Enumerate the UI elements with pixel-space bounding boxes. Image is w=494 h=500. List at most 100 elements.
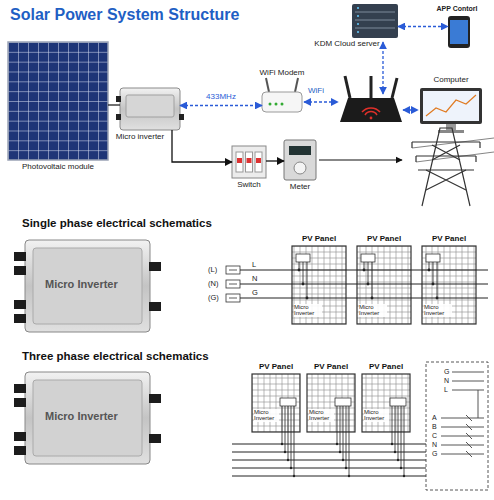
pv-panel-art <box>362 374 410 432</box>
inverter-device-art <box>14 314 26 323</box>
pv-panel-art <box>307 374 355 432</box>
junction-dot <box>348 475 350 477</box>
switch-art <box>237 158 242 163</box>
component-label: Micro Inverter <box>294 304 322 317</box>
router-art <box>370 76 373 98</box>
component-label: Micro Inverter <box>309 409 334 422</box>
junction-dot <box>403 475 405 477</box>
node-caption: PV Panel <box>369 363 403 372</box>
junction-dot <box>367 283 370 286</box>
node-caption: Photovoltaic module <box>22 163 94 172</box>
ac-wire <box>240 270 488 298</box>
cloud-server-art <box>355 12 395 28</box>
meter-art <box>284 140 316 180</box>
junction-dot <box>342 459 344 461</box>
junction-dot <box>391 443 393 445</box>
junction-dot <box>345 467 347 469</box>
node-caption: PV Panel <box>367 235 401 244</box>
node-caption: Micro Inverter <box>45 278 118 290</box>
node-caption: PV Panel <box>259 363 293 372</box>
grid-arrow <box>319 160 402 161</box>
pv-panel: PV Panel <box>362 374 410 432</box>
micro-inverter-art <box>120 88 180 130</box>
micro-inverter-art <box>116 88 184 130</box>
power-tower-art <box>412 142 480 162</box>
pv-panel: PV Panel <box>307 374 355 432</box>
cloud-server-art <box>357 31 359 33</box>
inverter-device-art <box>33 248 142 324</box>
phone-art <box>448 16 470 48</box>
connector-line <box>108 104 120 105</box>
component-label: Micro Inverter <box>364 409 389 422</box>
node-caption: Micro Inverter <box>45 410 118 422</box>
pv-panel-art <box>357 246 411 324</box>
micro-inverter-art <box>116 96 121 102</box>
router-art <box>345 76 350 98</box>
panel-inverter-symbol <box>280 398 296 406</box>
switch-art <box>246 152 253 172</box>
junction-dot <box>281 443 405 477</box>
junction-dot <box>394 451 396 453</box>
junction-dot <box>284 451 286 453</box>
node-caption: PV Panel <box>314 363 348 372</box>
inverter-device-art <box>33 380 142 456</box>
inverter-device-art <box>149 394 161 403</box>
bus-wire <box>232 444 426 476</box>
power-tower-art <box>412 142 480 170</box>
wire-label: N <box>252 275 257 283</box>
connector-line <box>180 105 262 106</box>
inverter-device-art <box>14 252 26 261</box>
inverter-device-art <box>14 384 26 393</box>
pv-panel-art <box>292 246 346 324</box>
node-caption: Computer <box>433 76 468 85</box>
pv-module-art <box>8 42 108 160</box>
wifi-modem-art <box>275 103 278 106</box>
inverter-device-art <box>25 240 150 332</box>
cloud-server-art <box>352 4 398 38</box>
connector-line <box>172 130 232 162</box>
section-heading: Three phase electrical schematics <box>22 350 209 363</box>
drop-wire <box>299 262 437 298</box>
junction-dot <box>287 459 289 461</box>
bus-label: N <box>432 441 437 449</box>
grid-arrow <box>319 159 402 160</box>
panel-inverter-symbol <box>361 254 375 262</box>
pv-module-art <box>8 42 108 160</box>
junction-dot <box>339 451 341 453</box>
drop-wire <box>299 262 437 298</box>
micro-inverter-art <box>116 114 121 120</box>
panel-inverter-symbol <box>335 398 351 406</box>
switch-art <box>256 158 261 163</box>
node-caption: Switch <box>237 181 261 190</box>
micro-inverter-art <box>179 114 184 120</box>
router-art <box>392 78 397 98</box>
panel-inverter-symbol <box>426 254 440 262</box>
router-art <box>365 112 377 115</box>
wifi-link-arrow <box>304 102 338 103</box>
power-tower-art <box>422 128 470 206</box>
wifi-modem-art <box>269 103 272 106</box>
ac-wire <box>240 270 488 298</box>
panel-inverter-symbol <box>390 398 406 406</box>
node-caption: APP Contorl <box>436 5 477 13</box>
junction-dot <box>298 269 439 300</box>
drop-wire <box>282 406 404 476</box>
router-art <box>340 98 402 122</box>
wifi-modem-art <box>262 92 302 112</box>
connector-label: 433MHz <box>206 93 236 102</box>
wifi-modem-art <box>266 78 269 92</box>
switch-art <box>247 158 252 163</box>
junction-dot <box>436 297 439 300</box>
inverter-device: Micro Inverter <box>25 240 150 332</box>
pv-panel-art <box>252 374 300 432</box>
computer-art <box>426 95 476 116</box>
bus-label: A <box>432 414 437 422</box>
pv-panel-art <box>292 246 476 324</box>
computer-art <box>420 88 482 133</box>
computer-art <box>438 130 464 133</box>
phone-art <box>448 16 470 48</box>
inverter-device-art <box>14 266 26 275</box>
inverter-device: Micro Inverter <box>25 372 150 464</box>
